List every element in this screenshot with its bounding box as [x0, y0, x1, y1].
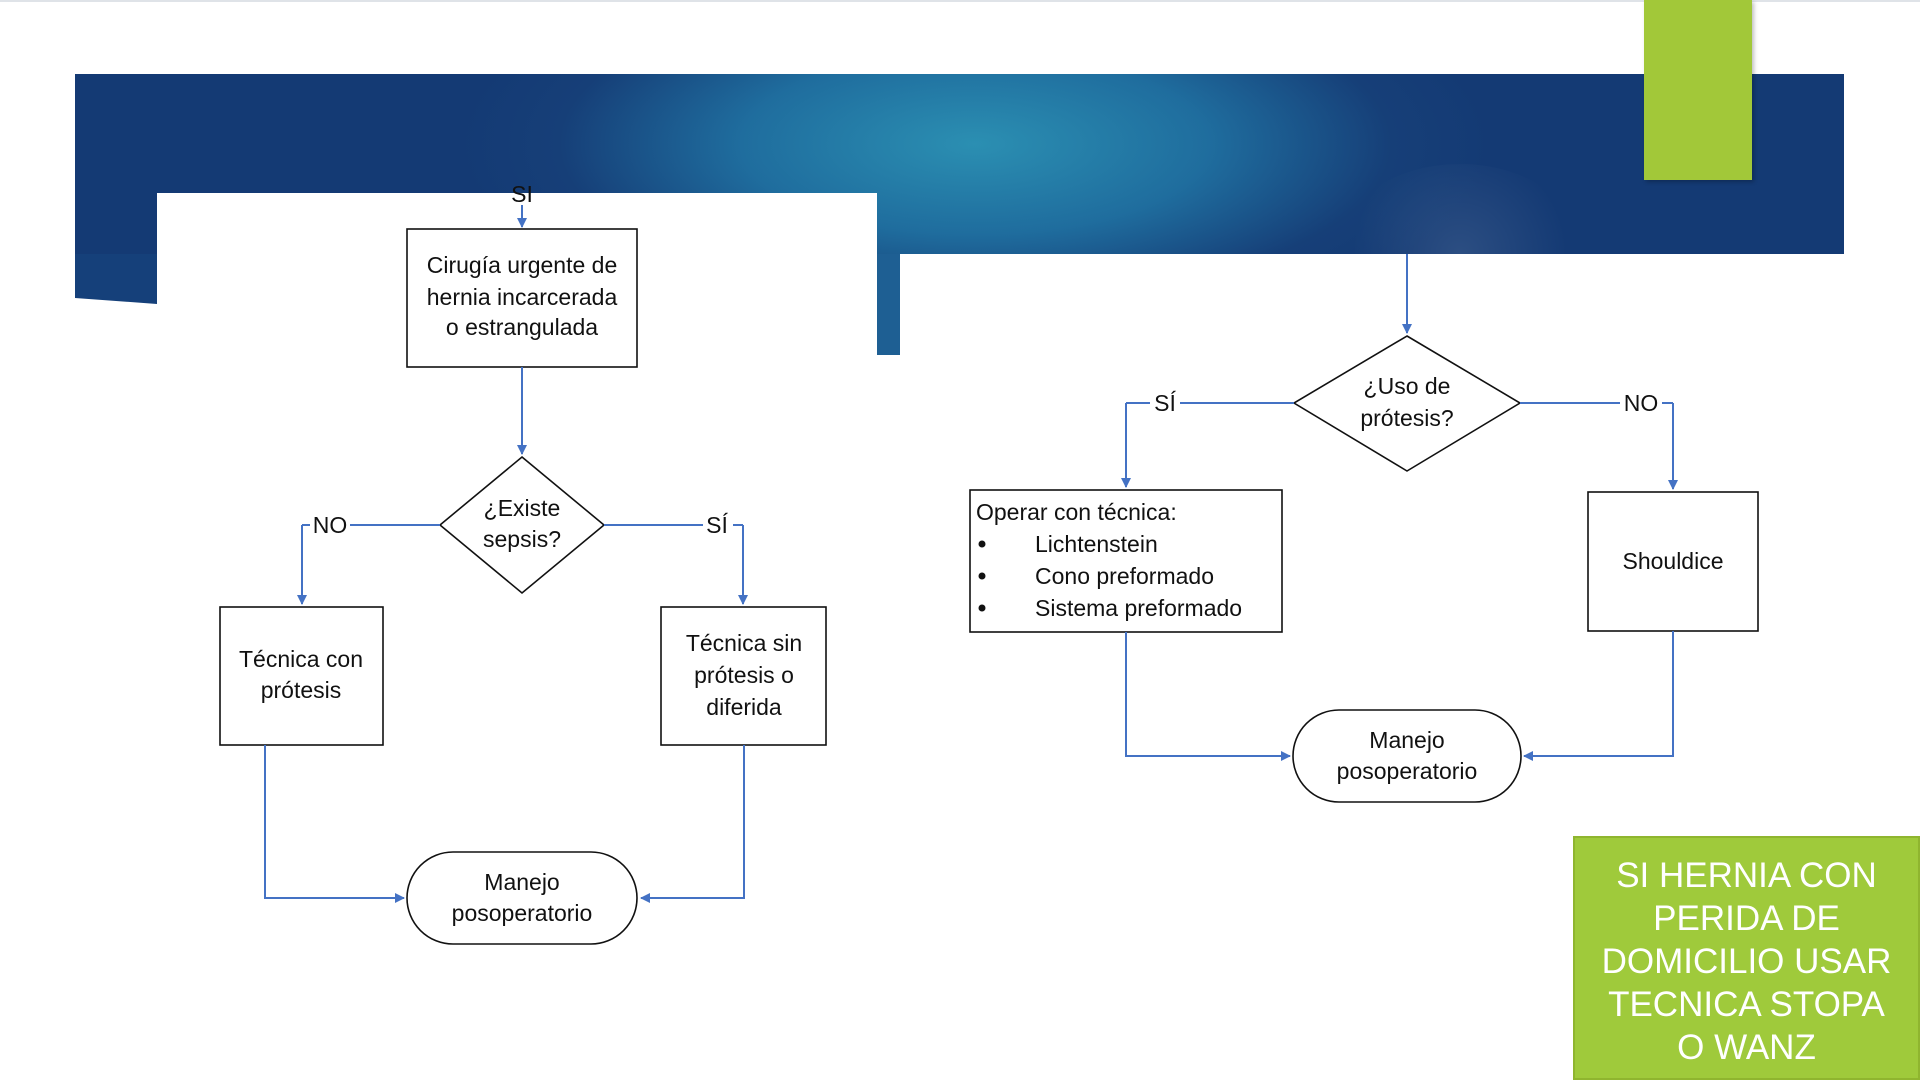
right-postop-line-1: Manejo [1369, 727, 1444, 753]
bullet-icon [978, 604, 986, 612]
left-postop-line-2: posoperatorio [452, 900, 593, 926]
with-prosthesis-box: Técnica con prótesis [219, 606, 384, 746]
urgent-line-2: hernia incarcerada [427, 284, 618, 310]
callout-line-1: SI HERNIA CON [1616, 856, 1877, 895]
shouldice-label: Shouldice [1622, 548, 1723, 574]
arrow-with-to-postop [264, 745, 405, 903]
with-prosthesis-line-2: prótesis [261, 677, 342, 703]
stoppa-wantz-callout: SI HERNIA CON PERIDA DE DOMICILIO USAR T… [1573, 836, 1920, 1080]
sepsis-decision: ¿Existe sepsis? [438, 455, 606, 595]
without-prosthesis-line-1: Técnica sin [686, 630, 802, 656]
urgent-surgery-box: Cirugía urgente de hernia incarcerada o … [406, 228, 638, 368]
callout-line-5: O WANZ [1677, 1028, 1816, 1067]
shouldice-box: Shouldice [1587, 491, 1759, 632]
operate-item-1: Lichtenstein [1035, 531, 1158, 557]
operate-technique-box: Operar con técnica: Lichtenstein Cono pr… [969, 489, 1283, 633]
with-prosthesis-line-1: Técnica con [239, 646, 363, 672]
sepsis-line-1: ¿Existe [484, 495, 561, 521]
arrow-operate-to-postop [1125, 632, 1291, 761]
without-prosthesis-line-3: diferida [706, 694, 782, 720]
protesis-decision: ¿Uso de prótesis? [1292, 335, 1522, 472]
protesis-line-2: prótesis? [1360, 405, 1453, 431]
green-accent-tab [1644, 0, 1752, 180]
protesis-si-label: SÍ [1154, 390, 1176, 416]
without-prosthesis-line-2: prótesis o [694, 662, 794, 688]
callout-line-2: PERIDA DE [1653, 899, 1840, 938]
right-postop-line-2: posoperatorio [1337, 758, 1478, 784]
bullet-icon [978, 572, 986, 580]
operate-item-3: Sistema preformado [1035, 595, 1242, 621]
urgent-line-3: o estrangulada [446, 314, 598, 340]
urgent-line-1: Cirugía urgente de [427, 252, 618, 278]
right-postop-terminal: Manejo posoperatorio [1292, 709, 1522, 803]
slide-top-border [0, 0, 1920, 2]
callout-line-4: TECNICA STOPA [1608, 985, 1885, 1024]
operate-title: Operar con técnica: [976, 499, 1177, 525]
callout-line-3: DOMICILIO USAR [1601, 942, 1892, 981]
banner-strip [877, 254, 900, 355]
operate-item-2: Cono preformado [1035, 563, 1214, 589]
arrow-shouldice-to-postop [1523, 631, 1674, 761]
sepsis-line-2: sepsis? [483, 526, 561, 552]
protesis-line-1: ¿Uso de [1364, 373, 1451, 399]
without-prosthesis-box: Técnica sin prótesis o diferida [660, 606, 827, 746]
protesis-no-label: NO [1624, 390, 1659, 416]
top-si-label: SI [511, 181, 533, 207]
sepsis-no-label: NO [313, 512, 348, 538]
left-postop-terminal: Manejo posoperatorio [406, 851, 638, 945]
banner-left-tail [75, 254, 157, 304]
sepsis-si-label: SÍ [706, 512, 728, 538]
arrow-without-to-postop [640, 745, 745, 903]
bullet-icon [978, 540, 986, 548]
left-postop-line-1: Manejo [484, 869, 559, 895]
